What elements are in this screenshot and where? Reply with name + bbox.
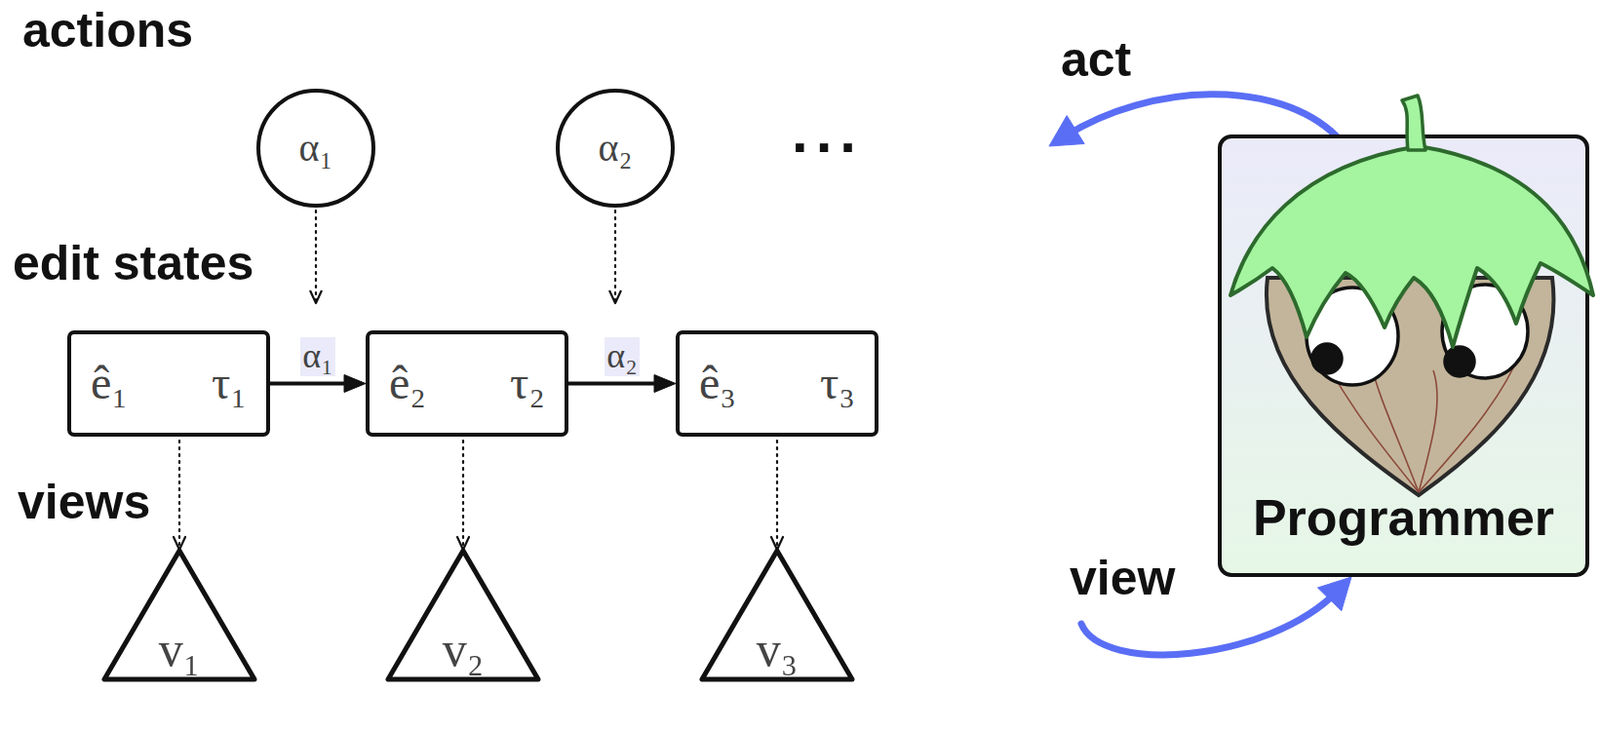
view-name: v₁ bbox=[158, 624, 200, 674]
programmer-box: Programmer bbox=[1217, 134, 1590, 578]
edge-connector bbox=[173, 440, 186, 550]
edit-state-box: ê₂ τ₂ bbox=[365, 330, 569, 437]
hair bbox=[1230, 146, 1594, 348]
band-heading: actions bbox=[22, 5, 194, 55]
flow-label: view bbox=[1069, 553, 1175, 603]
type-name: τ₂ bbox=[509, 357, 546, 410]
edit-state-box: ê₃ τ₃ bbox=[675, 330, 879, 437]
type-name: τ₁ bbox=[211, 357, 247, 410]
expression-name: ê₃ bbox=[699, 357, 737, 410]
view-name: v₃ bbox=[756, 624, 798, 674]
actions-band: actionsα₁α₂ bbox=[25, 38, 1038, 259]
edge-connector bbox=[771, 440, 783, 550]
action-pointer bbox=[609, 210, 622, 304]
edge-connector bbox=[457, 440, 469, 550]
action-label: α₂ bbox=[604, 337, 639, 377]
view-triangle: v₂ bbox=[384, 546, 543, 684]
expression-name: ê₂ bbox=[389, 357, 427, 410]
view-triangle: v₁ bbox=[100, 546, 259, 684]
edge-connector bbox=[270, 375, 366, 393]
views-band: viewsv₁v₂v₃ bbox=[25, 510, 1038, 730]
stem bbox=[1402, 95, 1426, 151]
view-name: v₂ bbox=[442, 624, 484, 674]
eyes bbox=[1306, 284, 1528, 386]
edit-state-box: ê₁ τ₁ bbox=[67, 330, 271, 437]
action-name: α₂ bbox=[598, 126, 633, 170]
action-pointer bbox=[310, 210, 322, 304]
band-heading: views bbox=[17, 477, 151, 527]
action-circle: α₂ bbox=[555, 88, 675, 208]
band-arrow-shape bbox=[25, 38, 1038, 259]
nut-body bbox=[1266, 277, 1555, 496]
expression-name: ê₁ bbox=[90, 357, 128, 410]
programmer-label: Programmer bbox=[1252, 490, 1555, 547]
ellipsis: ... bbox=[791, 103, 864, 162]
action-circle: α₁ bbox=[256, 88, 376, 208]
nut-veins bbox=[1306, 321, 1522, 493]
band-heading: edit states bbox=[12, 238, 254, 288]
flow-label: act bbox=[1060, 35, 1132, 84]
action-label: α₁ bbox=[300, 337, 335, 377]
edit-states-band: edit statesê₁τ₁ê₂τ₂ê₃τ₃ bbox=[25, 274, 1038, 498]
action-name: α₁ bbox=[299, 126, 334, 170]
edge-connector bbox=[568, 375, 676, 393]
type-name: τ₃ bbox=[819, 357, 856, 410]
view-triangle: v₃ bbox=[698, 546, 857, 684]
